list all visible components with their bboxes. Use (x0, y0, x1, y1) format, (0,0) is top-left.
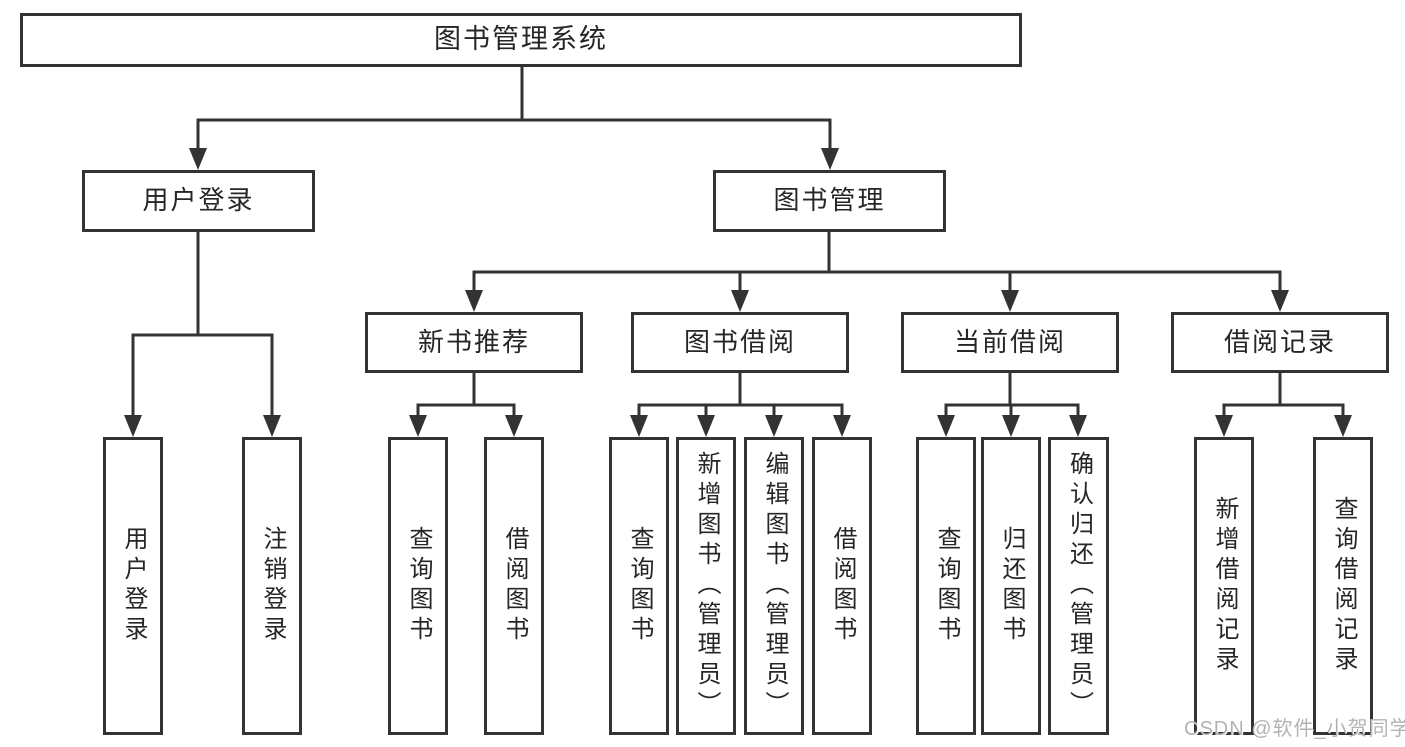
leaf-add-borrow-record: 新增借阅记录 (1194, 437, 1254, 735)
arrow-down-icon (189, 148, 207, 170)
node-library-management-system: 图书管理系统 (20, 13, 1022, 67)
arrow-down-icon (630, 415, 648, 437)
node-user-login: 用户登录 (82, 170, 315, 232)
arrow-down-icon (937, 415, 955, 437)
arrow-down-icon (765, 415, 783, 437)
node-label: 新增借阅记录 (1211, 496, 1238, 676)
arrow-down-icon (697, 415, 715, 437)
leaf-return-books: 归还图书 (981, 437, 1041, 735)
leaf-edit-books-admin: 编辑图书（管理员） (744, 437, 804, 735)
connector-root-to-level2 (196, 66, 832, 150)
arrow-down-icon (1334, 415, 1352, 437)
node-label: 用户登录 (120, 526, 147, 646)
arrow-down-icon (821, 148, 839, 170)
node-book-borrowing: 图书借阅 (631, 312, 849, 373)
node-label: 查询图书 (405, 526, 432, 646)
leaf-query-borrow-record: 查询借阅记录 (1313, 437, 1373, 735)
arrow-down-icon (1271, 290, 1289, 312)
leaf-add-books-admin: 新增图书（管理员） (676, 437, 736, 735)
leaf-query-books-borrow: 查询图书 (609, 437, 669, 735)
connector-borrow-record-children (1222, 372, 1345, 418)
node-label: 借阅记录 (1223, 326, 1336, 357)
arrow-down-icon (833, 415, 851, 437)
connector-current-borrow-children (944, 372, 1080, 418)
arrow-down-icon (124, 415, 142, 437)
node-current-borrowing: 当前借阅 (901, 312, 1119, 373)
node-book-management: 图书管理 (713, 170, 946, 232)
node-label: 新书推荐 (417, 326, 530, 357)
watermark: CSDN @软件_小贺同学 (1184, 718, 1405, 740)
arrowheads (124, 148, 1352, 437)
arrow-down-icon (465, 290, 483, 312)
node-label: 确认归还（管理员） (1065, 451, 1093, 721)
node-label: 图书管理 (773, 185, 886, 216)
node-label: 新增图书（管理员） (693, 451, 720, 721)
node-new-book-recommendation: 新书推荐 (365, 312, 583, 373)
arrow-down-icon (1002, 415, 1020, 437)
node-label: 注销登录 (259, 526, 286, 646)
leaf-borrow-books-recommend: 借阅图书 (484, 437, 544, 735)
node-label: 查询图书 (933, 526, 960, 646)
node-label: 归还图书 (998, 526, 1025, 646)
connector-new-book-children (416, 372, 516, 418)
leaf-borrow-books: 借阅图书 (812, 437, 872, 735)
arrow-down-icon (409, 415, 427, 437)
node-label: 图书借阅 (683, 326, 796, 357)
node-label: 用户登录 (142, 185, 255, 216)
leaf-confirm-return-admin: 确认归还（管理员） (1048, 437, 1109, 735)
node-label: 借阅图书 (829, 526, 856, 646)
node-label: 查询借阅记录 (1330, 496, 1357, 676)
leaf-logout: 注销登录 (242, 437, 302, 735)
leaf-query-books-recommend: 查询图书 (388, 437, 448, 735)
connector-user-login-children (131, 231, 274, 418)
arrow-down-icon (1215, 415, 1233, 437)
node-label: 借阅图书 (501, 526, 528, 646)
arrow-down-icon (263, 415, 281, 437)
connector-book-borrow-children (637, 372, 844, 418)
node-borrowing-records: 借阅记录 (1171, 312, 1389, 373)
leaf-user-login: 用户登录 (103, 437, 163, 735)
arrow-down-icon (731, 290, 749, 312)
node-label: 编辑图书（管理员） (761, 451, 788, 721)
node-label: 查询图书 (626, 526, 653, 646)
arrow-down-icon (505, 415, 523, 437)
connector-book-management-children (472, 231, 1282, 293)
node-label: 图书管理系统 (434, 24, 608, 55)
node-label: 当前借阅 (953, 326, 1066, 357)
leaf-query-books-current: 查询图书 (916, 437, 976, 735)
arrow-down-icon (1001, 290, 1019, 312)
arrow-down-icon (1069, 415, 1087, 437)
